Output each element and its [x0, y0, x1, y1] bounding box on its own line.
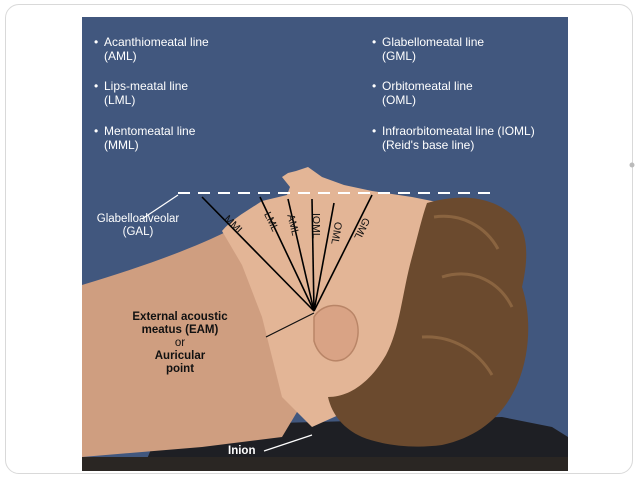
ioml-label: IOML	[310, 213, 322, 239]
slide-marker-icon	[629, 162, 635, 168]
gml-line	[313, 194, 373, 312]
legend-label: Lips-meatal line	[104, 79, 189, 93]
legend-label: Mentomeatal line	[104, 124, 196, 138]
legend-abbrev: (MML)	[104, 138, 139, 152]
table-shape	[82, 457, 568, 471]
legend-bullet: •	[94, 79, 99, 93]
legend-bullet: •	[94, 124, 99, 138]
slide-frame: • Acanthiomeatal line (AML) • Lips-meata…	[5, 4, 635, 474]
lml-line	[259, 196, 315, 312]
aml-line	[287, 198, 315, 312]
inion-pointer-line	[263, 434, 313, 452]
gal-callout-abbrev: (GAL)	[122, 226, 154, 238]
mml-line	[201, 196, 315, 312]
eam-callout-or: or	[174, 337, 186, 349]
legend-bullet: •	[372, 124, 377, 138]
legend-label: Orbitomeatal line	[382, 79, 473, 93]
eam-callout-line2: meatus (EAM)	[141, 324, 219, 336]
ioml-line	[311, 198, 315, 312]
positioning-lines	[201, 194, 373, 312]
ear-shape	[313, 304, 359, 362]
legend-label: Infraorbitomeatal line (IOML)	[382, 124, 535, 138]
positioning-lines-photo: • Acanthiomeatal line (AML) • Lips-meata…	[82, 17, 568, 471]
legend-abbrev: (LML)	[104, 93, 136, 107]
gal-callout: Glabelloalveolar (GAL)	[88, 213, 188, 239]
gal-callout-label: Glabelloalveolar	[96, 213, 180, 225]
legend-bullet: •	[372, 79, 377, 93]
legend-abbrev: (Reid's base line)	[382, 138, 475, 152]
eam-pointer-line	[265, 312, 315, 338]
eam-callout-line5: point	[165, 363, 195, 375]
eam-callout-line4: Auricular	[154, 350, 206, 362]
inion-label: Inion	[228, 445, 256, 457]
legend-label: Glabellomeatal line	[382, 35, 485, 49]
hair-shape	[328, 197, 529, 447]
head-illustration	[82, 167, 568, 471]
legend-abbrev: (OML)	[382, 93, 416, 107]
face-shape	[222, 167, 462, 427]
legend-abbrev: (GML)	[382, 49, 416, 63]
eam-callout-line1: External acoustic	[132, 311, 228, 323]
hair-texture	[421, 214, 514, 376]
oml-line	[313, 202, 335, 312]
legend-bullet: •	[372, 35, 377, 49]
gal-pointer-line	[141, 194, 179, 220]
legend-bullet: •	[94, 35, 99, 49]
legend-label: Acanthiomeatal line	[104, 35, 209, 49]
eam-callout: External acoustic meatus (EAM) or Auricu…	[112, 311, 248, 376]
legend-abbrev: (AML)	[104, 49, 137, 63]
